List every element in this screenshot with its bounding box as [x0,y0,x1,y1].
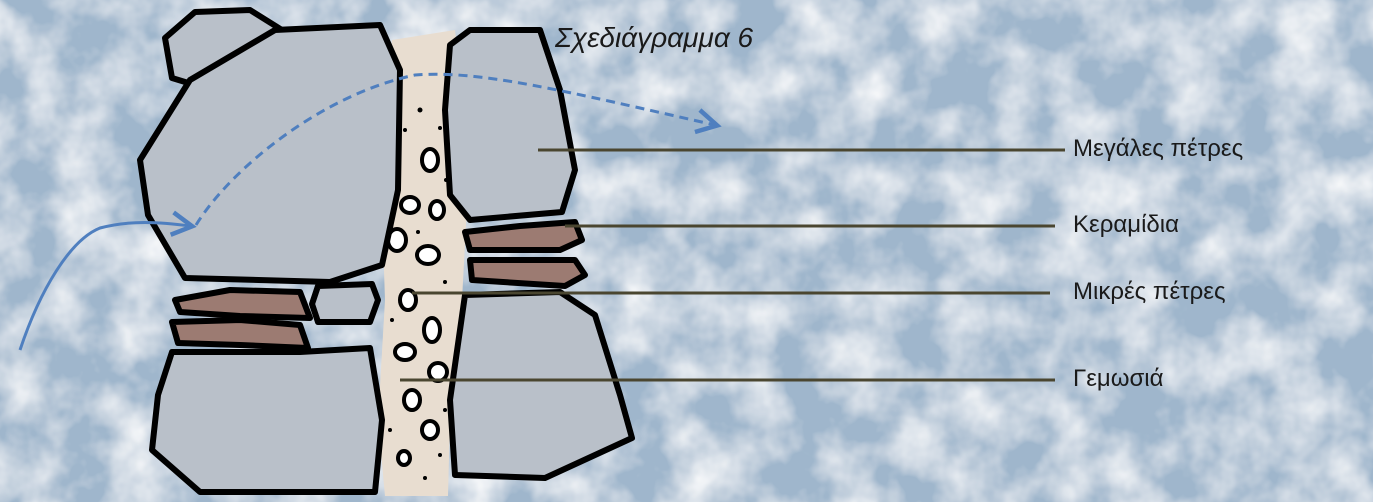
diagram-title: Σχεδιάγραμμα 6 [555,22,754,53]
label-fill: Γεμωσιά [1073,365,1164,392]
tile-right-bottom [467,257,588,289]
large-stone-upper-left [137,22,403,285]
tile-right-top [462,219,585,253]
fill-dots [388,107,448,480]
label-large-stones: Μεγάλες πέτρες [1073,135,1244,162]
fill-pebbles [386,147,449,467]
label-tiles: Κεραμίδια [1073,211,1179,238]
leader-lines [400,148,1065,382]
large-stone-lower-right [447,289,635,481]
large-stone-lower-left [149,345,385,495]
small-stone-left [309,281,381,325]
label-small-stones: Μικρές πέτρες [1073,278,1226,305]
tile-left-top [172,287,313,321]
path-arrow-icon [194,72,715,226]
entry-arrow-icon [18,223,190,351]
tile-left-bottom [169,317,311,351]
